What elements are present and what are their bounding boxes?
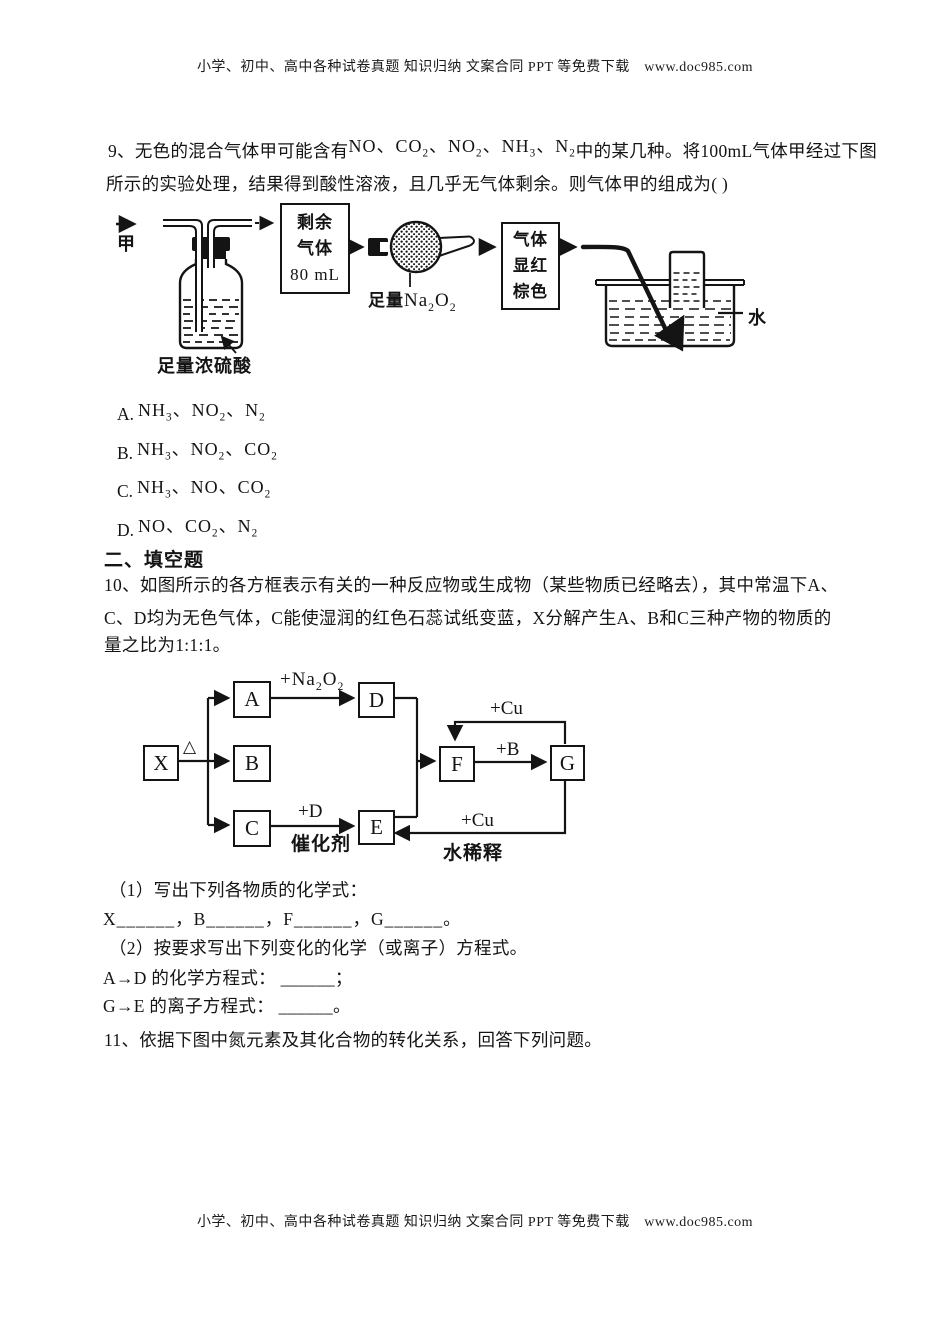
apparatus-drawing [116,215,745,354]
tube-water [673,272,701,302]
q9-stem-suffix: 中的某几种。将100mL气体甲经过下图 [575,141,878,161]
acid-liquid [183,299,239,343]
node-a-label: A [244,687,260,711]
water-label: 水 [748,308,767,328]
node-f-label: F [451,751,463,776]
node-f: F [439,746,475,782]
brown-gas-box-line-3: 棕色 [513,283,548,301]
node-d-label: D [368,687,385,712]
option-a: A. NH3、NO2、N2 [117,400,266,426]
q9-text-line-2: 所示的实验处理，结果得到酸性溶液，且几乎无气体剩余。则气体甲的组成为( ) [106,174,729,194]
option-c: C. NH3、NO、CO2 [117,477,271,503]
q10-blanks-line: X______，B______，F______，G______。 [103,909,462,929]
node-b: B [233,745,271,782]
q10-text-line-2: C、D均为无色气体，C能使湿润的红色石蕊试纸变蓝，X分解产生A、B和C三种产物的… [104,608,832,628]
arrow-label-plus-cu-top: +Cu [490,698,523,719]
node-g: G [550,745,585,781]
option-a-letter: A. [117,404,135,424]
q11-text-line-1: 11、依据下图中氮元素及其化合物的转化关系，回答下列问题。 [104,1030,603,1050]
q10-eq-g-to-e: G→E 的离子方程式： ______。 [103,996,351,1016]
q10-text-line-1: 10、如图所示的各方框表示有关的一种反应物或生成物（某些物质已经略去），其中常温… [104,575,839,595]
acid-label: 足量浓硫酸 [157,356,252,376]
option-d-formula: NO、CO2、N2 [138,516,259,540]
option-b-formula: NH3、NO2、CO2 [137,439,278,463]
na2o2-label-cn: 足量 [368,291,404,310]
inlet-gas-label: 甲 [117,234,136,254]
q10-part-1: （1）写出下列各物质的化学式： [109,880,368,900]
node-d: D [358,682,395,718]
option-d-letter: D. [117,520,135,540]
q10-part-2: （2）按要求写出下列变化的化学（或离子）方程式。 [109,938,528,958]
delta-heat-icon: △ [183,737,197,756]
brown-gas-box-line-1: 气体 [513,231,548,249]
option-b: B. NH3、NO2、CO2 [117,439,278,465]
arrow-label-plus-b: +B [496,739,520,760]
delivery-tube [580,244,685,352]
q9-stem-prefix: 9、无色的混合气体甲可能含有 [108,141,349,161]
residual-gas-box-line-1: 剩余 [297,212,333,232]
header-watermark: 小学、初中、高中各种试卷真题 知识归纳 文案合同 PPT 等免费下载 www.d… [196,60,754,75]
brown-gas-box-line-2: 显红 [513,257,548,275]
node-c-label: C [244,816,259,840]
arrow-label-na2o2: +Na2O2 [280,669,345,693]
node-e: E [358,810,395,845]
q9-gas-formulas: NO、CO2、NO2、NH3、N2 [348,136,576,160]
residual-gas-box-line-2: 气体 [297,238,333,258]
option-b-letter: B. [117,443,134,463]
arrow-label-plus-cu-bottom: +Cu [461,810,494,831]
na2o2-tube [368,220,475,287]
node-x-label: X [153,750,169,775]
gas-washing-bottle [163,219,252,354]
section-2-title: 二、填空题 [104,550,205,571]
node-c: C [233,810,271,847]
node-a: A [233,681,271,718]
residual-gas-box: 剩余 气体 80 mL [280,203,350,294]
arrow-label-plus-d: +D [298,801,323,822]
option-d: D. NO、CO2、N2 [117,516,258,542]
arrow-label-dilute-water: 水稀释 [443,843,504,864]
brown-gas-box: 气体 显红 棕色 [501,222,560,310]
node-g-label: G [559,750,576,775]
option-c-formula: NH3、NO、CO2 [137,477,272,501]
q9-text-line-1: 9、无色的混合气体甲可能含有NO、CO2、NO2、NH3、N2中的某几种。将10… [108,136,878,163]
arrow-label-catalyst: 催化剂 [291,834,352,855]
q10-text-line-3: 量之比为1:1:1。 [104,635,231,655]
node-b-label: B [244,751,259,775]
na2o2-label: 足量Na2O2 [368,286,457,314]
option-a-formula: NH3、NO2、N2 [138,400,266,424]
q10-eq-a-to-d: A→D 的化学方程式： ______； [103,968,353,988]
node-x: X [143,745,179,781]
option-c-letter: C. [117,481,134,501]
footer-watermark: 小学、初中、高中各种试卷真题 知识归纳 文案合同 PPT 等免费下载 www.d… [196,1215,754,1230]
na2o2-label-formula: Na2O2 [404,290,457,314]
collection-tube [668,250,706,308]
node-e-label: E [370,815,383,839]
residual-gas-volume: 80 mL [290,264,340,284]
